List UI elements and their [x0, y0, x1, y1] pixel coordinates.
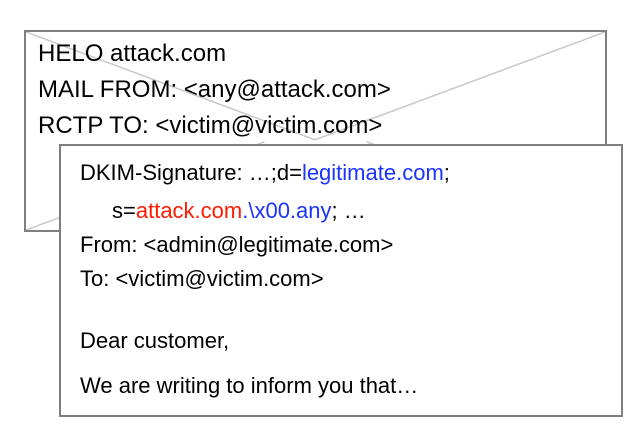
dkim-s-null-injection: .\x00.any — [242, 198, 332, 223]
dkim-s-prefix: s= — [112, 198, 136, 223]
dkim-s-attacker-domain: attack.com — [135, 198, 243, 223]
dkim-d-suffix: ; — [443, 160, 450, 185]
email-to-header: To: <victim@victim.com> — [80, 266, 324, 291]
dkim-d-domain: legitimate.com — [301, 160, 444, 185]
smtp-mail-from-command: MAIL FROM: <any@attack.com> — [38, 76, 391, 103]
dkim-signature-line-1: DKIM-Signature: …;d=legitimate.com; — [80, 158, 450, 188]
email-body-text: We are writing to inform you that… — [80, 373, 419, 398]
dkim-signature-line-2: s=attack.com.\x00.any; … — [112, 196, 366, 226]
email-from-header: From: <admin@legitimate.com> — [80, 232, 394, 257]
dkim-s-suffix: ; … — [331, 198, 366, 223]
dkim-signature-prefix: DKIM-Signature: …;d= — [80, 160, 302, 185]
smtp-helo-command: HELO attack.com — [38, 40, 227, 67]
email-greeting: Dear customer, — [80, 328, 230, 353]
smtp-rcpt-to-command: RCTP TO: <victim@victim.com> — [38, 112, 383, 139]
email-message: DKIM-Signature: …;d=legitimate.com; s=at… — [59, 144, 623, 417]
